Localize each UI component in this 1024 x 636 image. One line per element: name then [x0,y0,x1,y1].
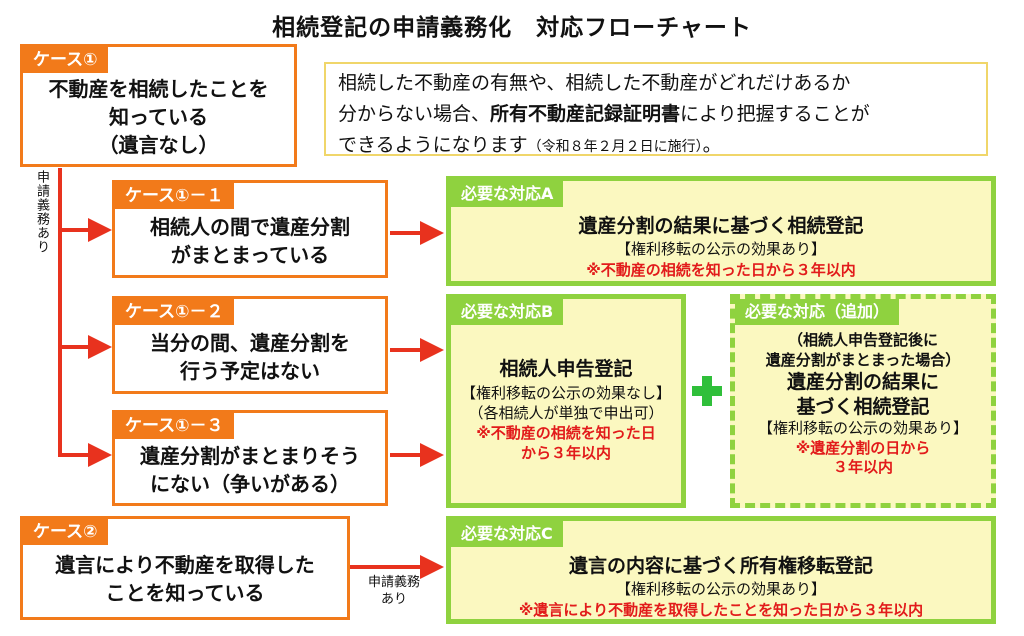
case1-2-line1: 当分の間、遺産分割を [150,331,350,355]
note-line3-small: （令和８年２月２日に施行） [527,139,703,155]
response-c-tag: 必要な対応C [451,521,563,547]
response-c-deadline: ※遺言により不動産を取得したことを知った日から３年以内 [518,601,924,619]
case1-line3: （遺言なし） [98,132,219,157]
case1-line1: 不動産を相続したことを [48,76,269,101]
info-note: 相続した不動産の有無や、相続した不動産がどれだけあるか 分からない場合、所有不動… [324,62,988,156]
response-a-main: 遺産分割の結果に基づく相続登記 [578,215,864,237]
response-c-main: 遺言の内容に基づく所有権移転登記 [568,555,873,577]
note-line3-pre: できるようになります [338,134,528,156]
response-c-sub: 【権利移転の公示の効果あり】 [615,580,826,598]
plus-icon [690,374,724,408]
response-a-deadline: ※不動産の相続を知った日から３年以内 [586,261,856,279]
response-c-box: 遺言の内容に基づく所有権移転登記 【権利移転の公示の効果あり】 ※遺言により不動… [446,516,996,624]
note-line3-post: 。 [702,134,722,156]
case1-3-line1: 遺産分割がまとまりそう [140,444,360,468]
response-add-main2: 基づく相続登記 [796,395,930,418]
page-title: 相続登記の申請義務化 対応フローチャート [272,15,752,41]
response-additional-box: （相続人申告登記後に 遺産分割がまとまった場合） 遺産分割の結果に 基づく相続登… [730,294,996,508]
obligation-label-horizontal: 申請義務 あり [356,574,432,608]
response-b-sub2: （各相続人が単独で申出可） [468,403,664,422]
obligation-label-line2: あり [380,592,407,607]
case2-tag: ケース② [23,519,108,545]
response-b-tag: 必要な対応B [451,299,564,325]
response-add-sub: 【権利移転の公示の効果あり】 [757,419,968,438]
response-a-box: 遺産分割の結果に基づく相続登記 【権利移転の公示の効果あり】 ※不動産の相続を知… [446,176,996,286]
obligation-label-line1: 申請義務 [367,575,420,590]
note-line2-post: により把握することが [680,103,870,125]
case1-1-tag: ケース①－１ [115,183,234,209]
response-add-deadline1: ※遺産分割の日から [795,438,931,457]
response-b-deadline2: から３年以内 [520,444,611,463]
case1-line2: 知っている [109,104,208,129]
case2-line1: 遺言により不動産を取得した [55,553,315,577]
note-line2-pre: 分からない場合、 [338,103,491,125]
response-add-pre1: （相続人申告登記後に [787,331,938,349]
response-b-box: 相続人申告登記 【権利移転の公示の効果なし】 （各相続人が単独で申出可） ※不動… [446,294,686,508]
response-a-sub: 【権利移転の公示の効果あり】 [615,240,826,258]
case1-2-line2: 行う予定はない [180,359,320,383]
note-line2: 分からない場合、所有不動産記録証明書により把握することが [338,99,974,130]
response-add-deadline2: ３年以内 [832,458,893,477]
response-b-sub1: 【権利移転の公示の効果なし】 [460,383,671,402]
response-add-pre2: 遺産分割がまとまった場合） [765,350,961,369]
note-line3: できるようになります（令和８年２月２日に施行）。 [338,130,974,163]
response-b-deadline1: ※不動産の相続を知った日 [476,424,656,443]
case1-tag: ケース① [23,47,108,73]
case2-line2: ことを知っている [105,581,265,605]
response-additional-tag: 必要な対応（追加） [735,299,900,325]
case1-2-tag: ケース①－２ [115,299,234,325]
response-add-main1: 遺産分割の結果に [786,371,939,393]
note-line2-bold: 所有不動産記録証明書 [490,103,681,125]
case1-1-line2: がまとまっている [170,243,330,267]
obligation-label-vertical: 申請義務あり [34,170,49,254]
note-line1: 相続した不動産の有無や、相続した不動産がどれだけあるか [338,72,851,94]
case1-1-line1: 相続人の間で遺産分割 [150,215,350,239]
case1-3-line2: にない（争いがある） [150,472,350,496]
response-b-main: 相続人申告登記 [499,358,633,380]
response-a-tag: 必要な対応A [451,181,564,207]
case1-3-tag: ケース①－３ [115,413,234,439]
